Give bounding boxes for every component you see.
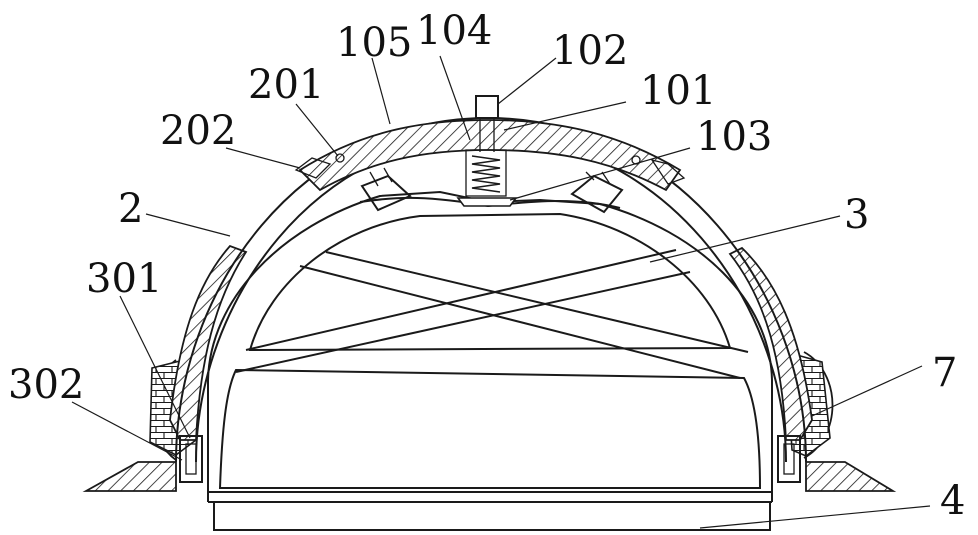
label-301: 301 (86, 256, 162, 302)
left-hinge-pin (335, 153, 345, 163)
spring (471, 155, 501, 193)
label-302: 302 (8, 362, 84, 408)
label-3: 3 (844, 192, 869, 238)
crown-band (298, 119, 682, 192)
left-slider-stem (369, 167, 393, 187)
strap-left-to-right (299, 251, 749, 379)
spring-housing (465, 149, 507, 197)
spring-base (456, 197, 518, 207)
right-slider-bracket (570, 174, 624, 214)
liner-upper (248, 212, 732, 352)
left-foot (82, 461, 177, 492)
label-103: 103 (696, 114, 772, 160)
left-slider-bracket (360, 174, 412, 212)
right-clip-inner (783, 443, 795, 475)
label-4: 4 (940, 478, 965, 524)
right-side-tab (650, 158, 686, 185)
left-side-tab (294, 157, 332, 179)
leader-lines (71, 55, 931, 529)
label-105: 105 (336, 20, 412, 66)
right-slider-stem (585, 171, 611, 185)
plunger-head (475, 95, 499, 119)
label-102: 102 (552, 28, 628, 74)
label-2: 2 (118, 186, 143, 232)
label-202: 202 (160, 108, 236, 154)
right-foot (805, 461, 897, 492)
inner-liner (207, 190, 773, 492)
liner-window (218, 368, 762, 489)
label-201: 201 (248, 62, 324, 108)
bottom-plate (213, 501, 771, 531)
strap-right-to-left (235, 249, 691, 373)
label-101: 101 (640, 68, 716, 114)
label-7: 7 (932, 350, 957, 396)
left-clip-inner (185, 443, 197, 475)
right-clip (777, 435, 801, 483)
label-104: 104 (416, 8, 492, 54)
